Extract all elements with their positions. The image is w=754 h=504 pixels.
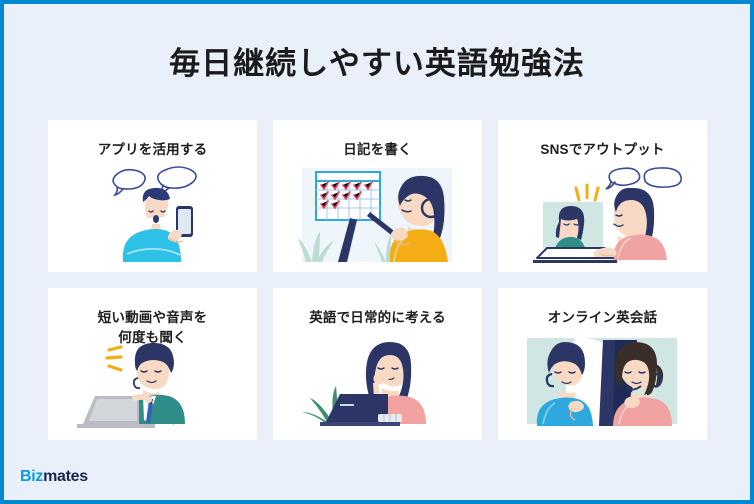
card-thinking[interactable]: 英語で日常的に考える xyxy=(273,288,482,440)
card-title: 短い動画や音声を 何度も聞く xyxy=(48,288,257,347)
card-grid: アプリを活用する xyxy=(48,120,708,440)
card-row-1: アプリを活用する xyxy=(48,120,708,272)
card-title: オンライン英会話 xyxy=(547,310,658,325)
card-row-2: 短い動画や音声を 何度も聞く xyxy=(48,288,708,440)
card-title: SNSでアウトプット xyxy=(540,142,665,157)
illustration-online-conversation xyxy=(498,338,707,434)
card-title: 英語で日常的に考える xyxy=(309,310,446,325)
brand-logo[interactable]: Bizmates xyxy=(20,468,88,486)
card-app[interactable]: アプリを活用する xyxy=(48,120,257,272)
card-title: 日記を書く xyxy=(343,142,412,157)
brand-logo-mates: mates xyxy=(43,468,88,485)
poster-frame: 毎日継続しやすい英語勉強法 アプリを活用する xyxy=(4,4,750,500)
brand-logo-biz: Biz xyxy=(20,468,44,485)
page-title: 毎日継続しやすい英語勉強法 xyxy=(169,46,585,81)
illustration-woman-thinking-laptop xyxy=(273,338,482,434)
card-listening[interactable]: 短い動画や音声を 何度も聞く xyxy=(48,288,257,440)
card-title-line-1: 短い動画や音声を xyxy=(97,310,208,325)
illustration-man-with-smartphone xyxy=(48,166,257,270)
card-title-line-2: 何度も聞く xyxy=(118,329,187,345)
card-diary[interactable]: 日記を書く xyxy=(273,120,482,272)
illustration-video-chat-output xyxy=(498,166,707,270)
card-online-lesson[interactable]: オンライン英会話 xyxy=(498,288,707,440)
card-sns[interactable]: SNSでアウトプット xyxy=(498,120,707,272)
illustration-businessman-listening xyxy=(48,338,257,434)
card-title: アプリを活用する xyxy=(97,142,208,157)
illustration-woman-writing-diary xyxy=(273,166,482,270)
